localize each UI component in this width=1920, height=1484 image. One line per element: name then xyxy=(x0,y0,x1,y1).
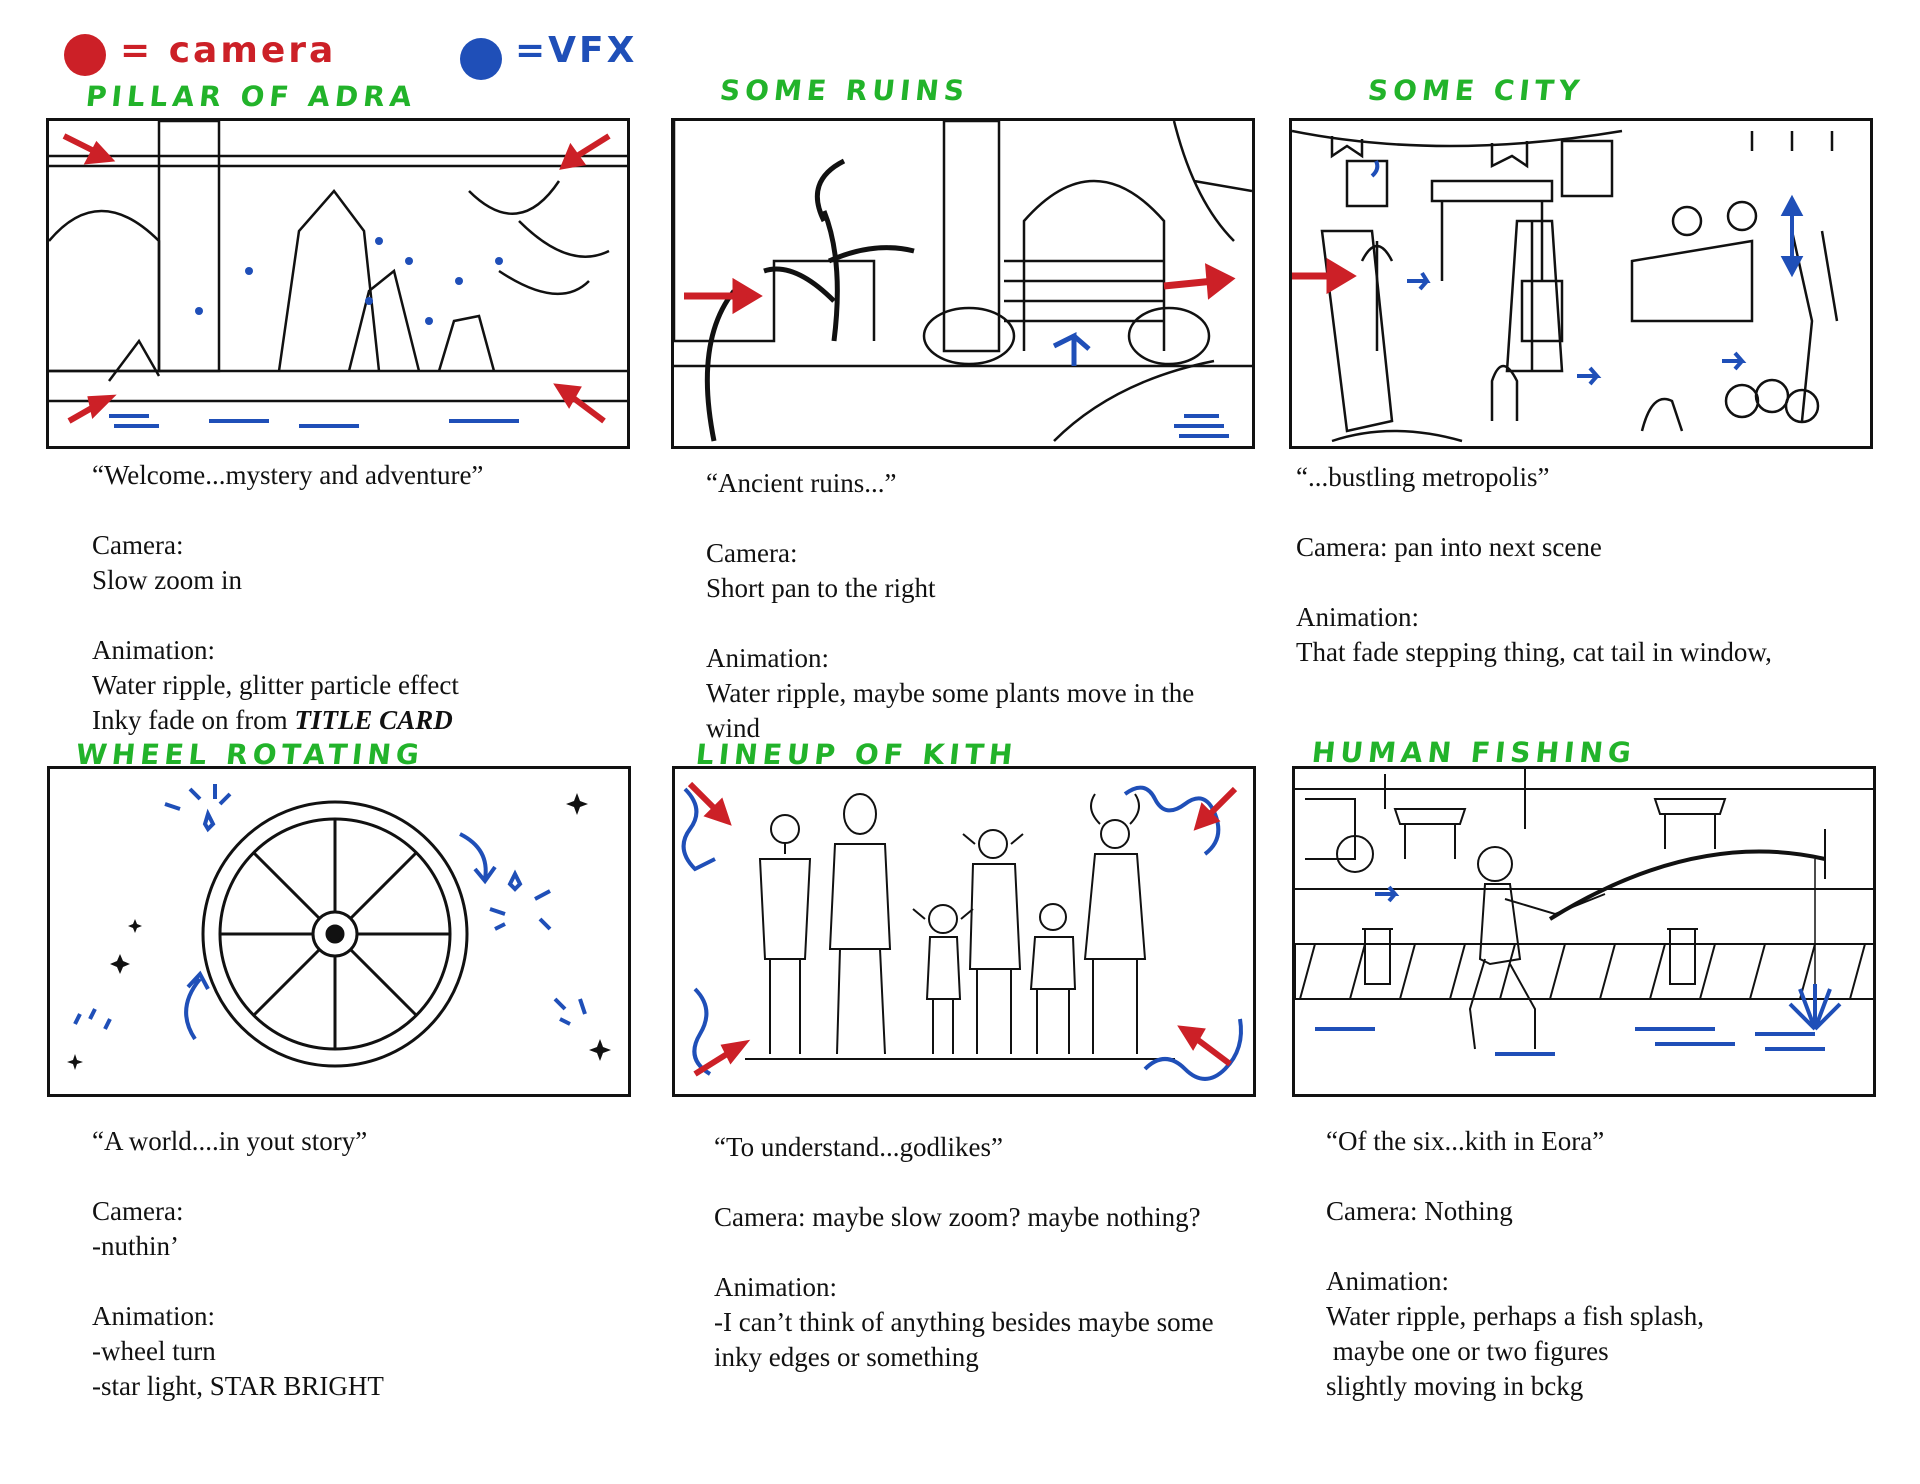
panel-6-quote: “Of the six...kith in Eora” xyxy=(1326,1126,1605,1156)
panel-1-animation-line-1: Water ripple, glitter particle effect xyxy=(92,670,459,700)
vfx-legend-dot xyxy=(460,38,502,80)
panel-4-animation-heading: Animation: xyxy=(92,1301,215,1331)
panel-2-caption: “Ancient ruins...” Camera: Short pan to … xyxy=(706,466,1286,746)
panel-5-animation-line-1: -I can’t think of anything besides maybe… xyxy=(714,1307,1214,1337)
vfx-legend-label: =VFX xyxy=(515,30,638,71)
panel-2-animation-line-2: wind xyxy=(706,713,760,743)
panel-2-camera-text: Short pan to the right xyxy=(706,573,936,603)
panel-5-sketch xyxy=(672,766,1256,1097)
panel-2-animation-line-1: Water ripple, maybe some plants move in … xyxy=(706,678,1195,708)
panel-4-camera-heading: Camera: xyxy=(92,1196,184,1226)
panel-2-quote: “Ancient ruins...” xyxy=(706,468,897,498)
panel-2-animation-heading: Animation: xyxy=(706,643,829,673)
panel-3-title: SOME CITY xyxy=(1366,74,1586,107)
panel-1-title: PILLAR OF ADRA xyxy=(84,80,419,113)
panel-2-title: SOME RUINS xyxy=(718,74,971,107)
panel-6-animation-line-3: slightly moving in bckg xyxy=(1326,1371,1584,1401)
panel-6-title: HUMAN FISHING xyxy=(1310,736,1638,769)
panel-1-caption: “Welcome...mystery and adventure” Camera… xyxy=(92,458,672,738)
panel-3-camera-line: Camera: pan into next scene xyxy=(1296,532,1602,562)
panel-1-quote: “Welcome...mystery and adventure” xyxy=(92,460,484,490)
panel-3-animation-heading: Animation: xyxy=(1296,602,1419,632)
panel-3-sketch xyxy=(1289,118,1873,449)
panel-2-camera-heading: Camera: xyxy=(706,538,798,568)
panel-6-animation-heading: Animation: xyxy=(1326,1266,1449,1296)
panel-6-caption: “Of the six...kith in Eora” Camera: Noth… xyxy=(1326,1124,1906,1404)
panel-4-sketch xyxy=(47,766,631,1097)
panel-1-animation-line-2: Inky fade on from xyxy=(92,705,295,735)
panel-1-animation-heading: Animation: xyxy=(92,635,215,665)
panel-1-sketch xyxy=(46,118,630,449)
panel-5-quote: “To understand...godlikes” xyxy=(714,1132,1004,1162)
panel-5-animation-heading: Animation: xyxy=(714,1272,837,1302)
panel-5-camera-line: Camera: maybe slow zoom? maybe nothing? xyxy=(714,1202,1201,1232)
camera-legend-label: = camera xyxy=(120,30,337,71)
panel-4-animation-line-2: -star light, STAR BRIGHT xyxy=(92,1371,384,1401)
panel-1-camera-text: Slow zoom in xyxy=(92,565,243,595)
panel-1-title-card: TITLE CARD xyxy=(294,705,453,735)
panel-3-caption: “...bustling metropolis” Camera: pan int… xyxy=(1296,460,1876,670)
panel-4-caption: “A world....in yout story” Camera: -nuth… xyxy=(92,1124,672,1404)
panel-1-camera-heading: Camera: xyxy=(92,530,184,560)
panel-4-animation-line-1: -wheel turn xyxy=(92,1336,216,1366)
panel-6-camera-line: Camera: Nothing xyxy=(1326,1196,1513,1226)
panel-2-sketch xyxy=(671,118,1255,449)
panel-5-caption: “To understand...godlikes” Camera: maybe… xyxy=(714,1130,1294,1375)
camera-legend-dot xyxy=(64,34,106,76)
panel-5-animation-line-2: inky edges or something xyxy=(714,1342,979,1372)
panel-3-quote: “...bustling metropolis” xyxy=(1296,462,1550,492)
panel-4-camera-text: -nuthin’ xyxy=(92,1231,179,1261)
panel-4-quote: “A world....in yout story” xyxy=(92,1126,368,1156)
panel-6-animation-line-1: Water ripple, perhaps a fish splash, xyxy=(1326,1301,1704,1331)
panel-6-animation-line-2: maybe one or two figures xyxy=(1326,1336,1609,1366)
panel-3-animation-line-1: That fade stepping thing, cat tail in wi… xyxy=(1296,637,1772,667)
panel-6-sketch xyxy=(1292,766,1876,1097)
